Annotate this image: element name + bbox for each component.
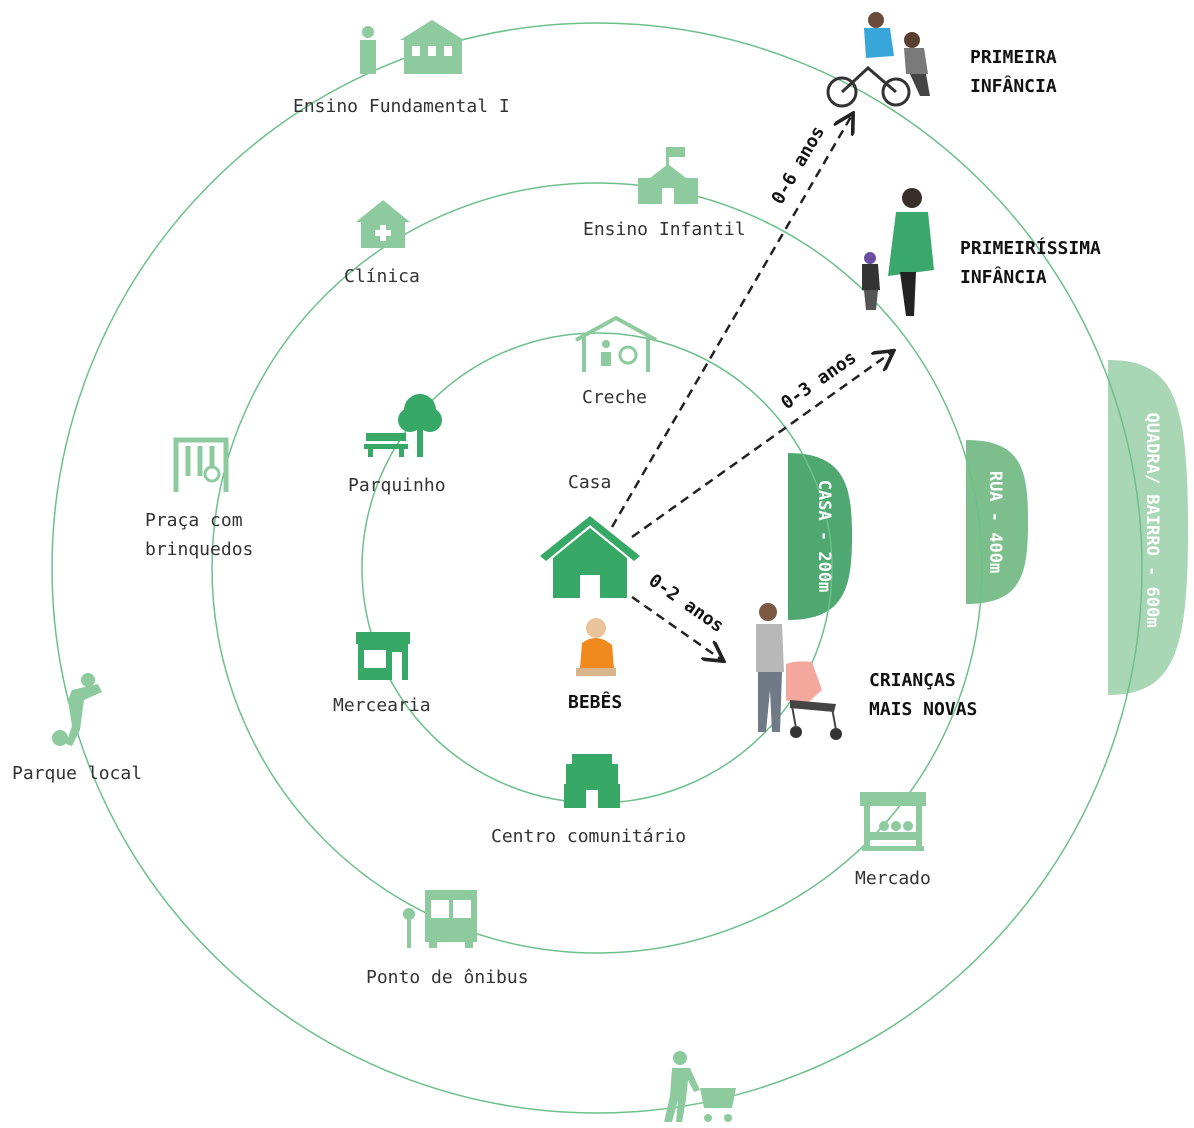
range-label-0-6: 0-6 anos	[767, 122, 829, 208]
creche-icon	[575, 315, 657, 372]
label-creche: Creche	[582, 387, 648, 408]
label-primeira-infancia: PRIMEIRA INFÂNCIA	[970, 47, 1057, 97]
park-bench-tree-icon	[364, 394, 442, 457]
arrow-0-3	[631, 352, 892, 539]
school-icon	[638, 147, 698, 204]
label-clinica: Clínica	[344, 266, 420, 287]
clinic-icon	[356, 200, 410, 248]
label-criancas-mais-novas: CRIANÇAS MAIS NOVAS	[869, 670, 978, 720]
label-casa: Casa	[568, 472, 612, 493]
community-center-icon	[564, 754, 620, 808]
playing-child-icon	[52, 673, 102, 746]
arrow-0-2	[631, 595, 722, 660]
arrow-0-6	[610, 115, 852, 528]
playground-swing-icon	[173, 437, 229, 492]
school-building-icon	[360, 20, 464, 74]
label-mercado: Mercado	[855, 868, 931, 889]
market-stall-icon	[860, 792, 926, 851]
label-parquinho: Parquinho	[348, 475, 446, 496]
ring-label-bairro: QUADRA/ BAIRRO - 600m	[1142, 413, 1162, 628]
label-ensino-infantil: Ensino Infantil	[583, 219, 746, 240]
ring-label-casa: CASA - 200m	[814, 480, 834, 593]
house-icon	[540, 516, 640, 598]
ring-bairro-600m	[51, 22, 1143, 1114]
range-label-0-2: 0-2 anos	[645, 570, 728, 637]
label-bebes: BEBÊS	[568, 692, 623, 713]
label-ponto-onibus: Ponto de ônibus	[366, 967, 529, 988]
label-centro-comunitario: Centro comunitário	[491, 826, 687, 847]
father-stroller-photo	[756, 603, 842, 740]
label-primeirissima-infancia: PRIMEIRÍSSIMA INFÂNCIA	[960, 238, 1101, 288]
bus-stop-icon	[403, 890, 477, 948]
ring-label-rua: RUA - 400m	[985, 471, 1005, 573]
kids-bike-photo	[826, 12, 930, 108]
ring-tab-casa	[788, 453, 852, 620]
mother-child-photo	[862, 188, 934, 316]
label-praca: Praça com brinquedos	[145, 510, 254, 560]
label-ensino-fundamental: Ensino Fundamental I	[293, 96, 510, 117]
label-mercearia: Mercearia	[333, 695, 431, 716]
ring-rua-400m	[211, 182, 983, 954]
baby-icon	[576, 618, 616, 676]
grocery-store-icon	[356, 632, 410, 680]
label-parque-local: Parque local	[12, 763, 143, 784]
shopping-cart-person-icon	[664, 1051, 736, 1122]
